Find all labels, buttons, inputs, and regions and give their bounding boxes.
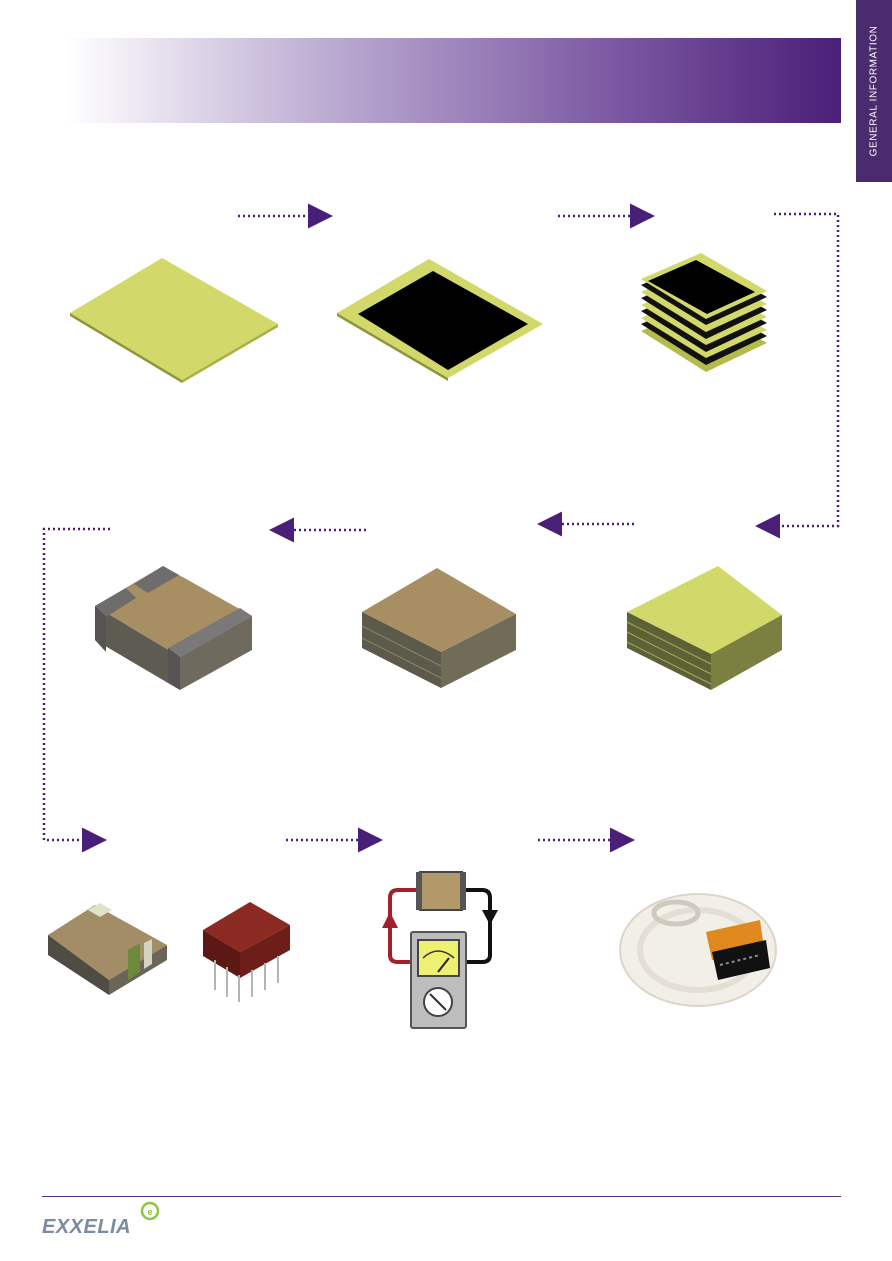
electrode-printed-sheet [337,259,543,381]
side-tab[interactable]: GENERAL INFORMATION [856,0,892,182]
header-band [66,38,841,123]
finished-components [48,902,290,1002]
laminated-block [626,566,782,690]
flow-connectors [42,203,840,853]
ceramic-sheet [70,258,278,383]
logo-mark: e EXXELIA [42,1201,160,1238]
svg-text:e: e [147,1207,152,1217]
footer-rule [42,1196,841,1197]
terminated-chip [95,566,252,690]
arrow-step6-row3 [42,527,110,853]
exxelia-logo[interactable]: e EXXELIA [42,1200,172,1240]
logo-text: EXXELIA [42,1216,131,1238]
tape-and-reel-packaging [619,893,777,1007]
stacked-sheets [641,253,767,372]
electrical-test [382,871,498,1029]
arrow-step3-step4 [755,212,840,539]
sintered-chip [361,568,516,688]
